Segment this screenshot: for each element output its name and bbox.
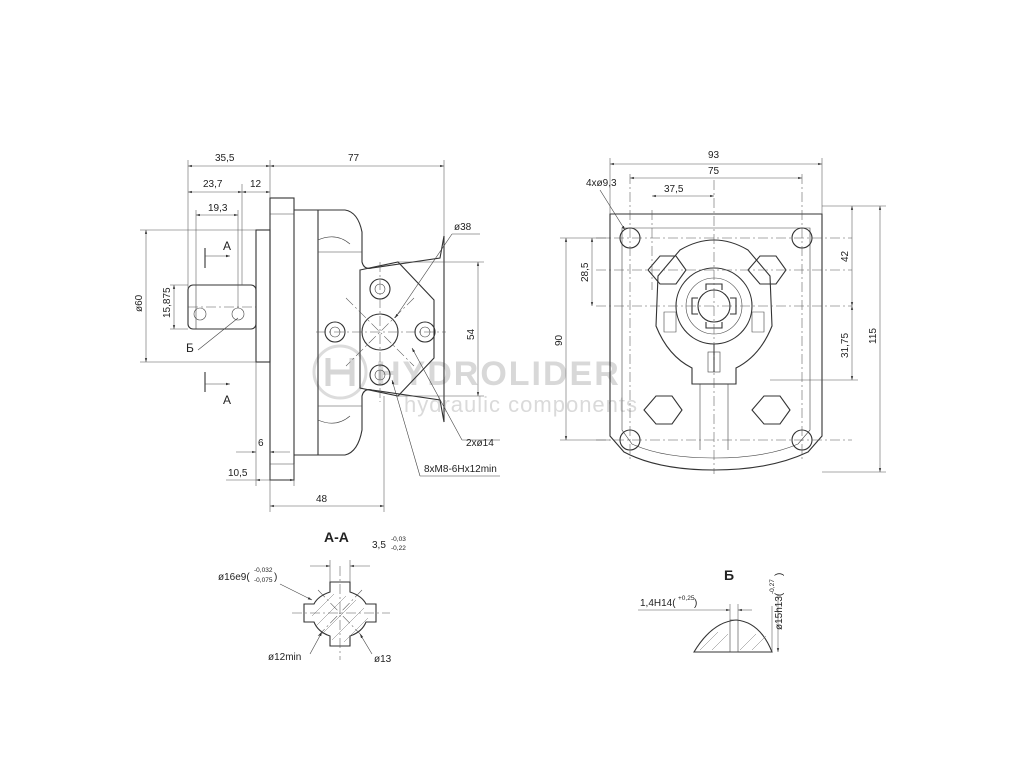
mounting-flange <box>269 197 295 481</box>
section-mark-a-bottom: A <box>223 393 231 407</box>
dim-d60: ø60 <box>134 294 145 312</box>
shaft-dim-close: ) <box>774 573 785 576</box>
section-aa-title: A-A <box>324 529 349 545</box>
key-width-lower: -0,22 <box>391 545 406 552</box>
dim-77: 77 <box>348 153 360 164</box>
shaft-dim: ø15h13( <box>774 592 785 630</box>
shaft-dia-upper: -0,032 <box>254 567 273 574</box>
min-dia: ø12min <box>268 652 301 663</box>
pilot-ring <box>255 229 271 363</box>
dim-31-75: 31,75 <box>840 333 851 358</box>
dim-holes: 4xø9,3 <box>586 178 617 189</box>
key-dim-tol: +0,25 <box>678 595 695 602</box>
section-mark-a-top: A <box>223 239 231 253</box>
detail-mark-b: Б <box>186 341 194 355</box>
shaft-dia: ø16e9( <box>218 572 250 583</box>
key-width: 3,5 <box>372 540 386 551</box>
detail-b: Б 1,4H14( +0,25 ) ø15h13( -0,27 ) <box>638 567 785 653</box>
section-aa: A-A 3,5 -0,03 -0,22 ø16e9( -0,032 -0,075… <box>218 529 406 665</box>
dim-23-7: 23,7 <box>203 179 223 190</box>
shaft-dia-lower: -0,075 <box>254 577 273 584</box>
watermark-brand: HYDROLIDER <box>376 355 621 393</box>
key-dim: 1,4H14( <box>640 598 676 609</box>
key-hole-left <box>193 307 207 321</box>
pump-body <box>318 209 445 456</box>
dim-15-875: 15,875 <box>162 287 173 318</box>
dim-42: 42 <box>840 250 851 262</box>
dim-d38: ø38 <box>454 222 472 233</box>
watermark-logo-icon <box>312 344 368 400</box>
front-view: 93 75 37,5 4xø9,3 90 28,5 115 42 31,75 <box>554 150 886 474</box>
dim-28-5: 28,5 <box>580 262 591 282</box>
shaft-dia-close: ) <box>274 572 277 583</box>
callout-port: 2xø14 <box>466 438 494 449</box>
dim-93: 93 <box>708 150 720 161</box>
watermark: HYDROLIDER hydraulic components <box>312 344 637 417</box>
dim-19-3: 19,3 <box>208 203 228 214</box>
dim-10-5: 10,5 <box>228 468 248 479</box>
flange-outline <box>609 213 823 471</box>
side-view: 35,5 77 23,7 12 19,3 ø60 15,875 A A Б 5 <box>134 153 500 512</box>
dim-54: 54 <box>466 328 477 340</box>
dim-12: 12 <box>250 179 262 190</box>
shaft-key-detail <box>693 619 773 653</box>
key-width-upper: -0,03 <box>391 536 406 543</box>
dim-6: 6 <box>258 438 264 449</box>
dim-115: 115 <box>868 328 879 344</box>
dim-48: 48 <box>316 494 328 505</box>
dim-37-5: 37,5 <box>664 184 684 195</box>
shaft-dim-tol: -0,27 <box>769 579 776 594</box>
dim-35-5: 35,5 <box>215 153 235 164</box>
key-dim-close: ) <box>694 598 697 609</box>
dim-90: 90 <box>554 334 565 346</box>
callout-threads: 8xM8-6Hx12min <box>424 464 497 475</box>
detail-b-title: Б <box>724 567 734 583</box>
dim-75: 75 <box>708 166 720 177</box>
outer-dia: ø13 <box>374 654 392 665</box>
